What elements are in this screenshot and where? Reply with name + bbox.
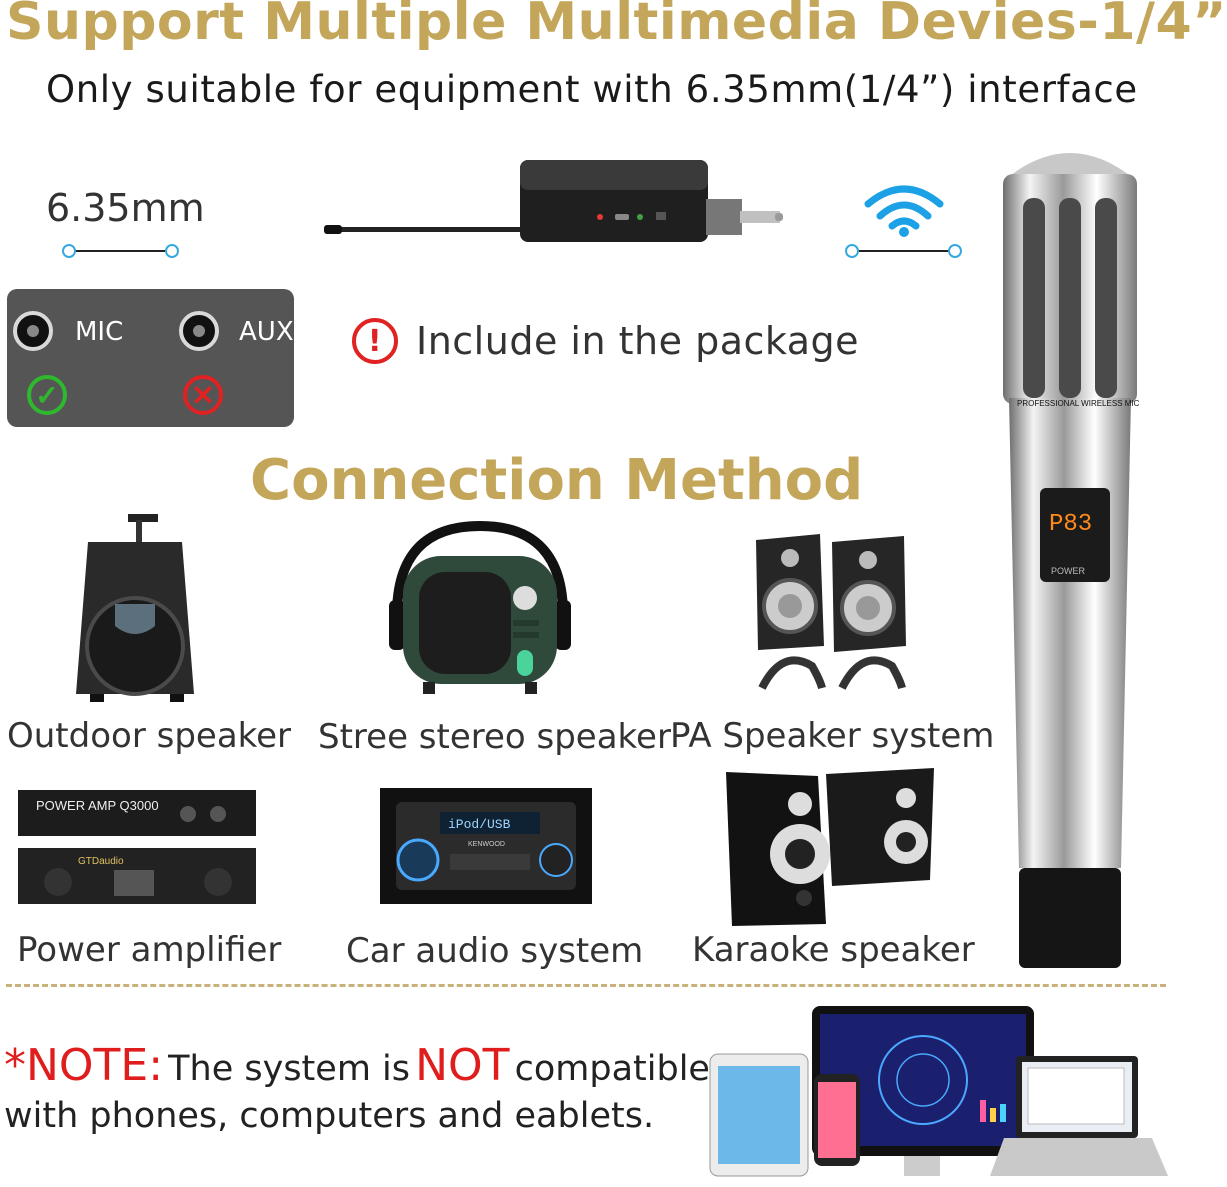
device-label-car-audio: Car audio system [346,931,644,971]
page-subtitle: Only suitable for equipment with 6.35mm(… [46,68,1138,111]
outdoor-speaker-image [76,514,194,702]
amp-brand-label: GTDaudio [78,856,124,867]
cross-icon: ✕ [183,375,223,415]
mic-jack-icon [13,311,53,351]
wireless-dot-right [948,244,962,258]
connector-line [68,250,174,252]
section-title: Connection Method [250,448,864,513]
note-not: NOT [415,1040,510,1091]
aux-label: AUX [239,317,294,347]
note-prefix: *NOTE: [4,1040,164,1091]
stereo-speaker-image [389,520,571,694]
wifi-icon [864,185,944,237]
package-note: ! Include in the package [352,318,859,364]
car-radio-display: iPod/USB [448,817,511,832]
car-audio-image: iPod/USB KENWOOD [380,788,592,904]
car-radio-brand: KENWOOD [468,841,505,848]
mic-power-label: POWER [1051,566,1086,576]
wireless-microphone-image: PROFESSIONAL WIRELESS MIC P83 POWER [1003,153,1140,968]
amp-front-label: POWER AMP Q3000 [36,798,159,813]
wireless-dot-left [845,244,859,258]
connector-dot-right [165,244,179,258]
device-label-stereo-speaker: Stree stereo speaker [318,717,671,757]
mic-display: P83 [1049,511,1092,538]
connector-dot-left [62,244,76,258]
package-note-text: Include in the package [416,319,859,363]
device-label-karaoke-speaker: Karaoke speaker [692,930,975,970]
receiver-image [324,160,783,242]
mic-label: MIC [75,317,124,347]
mic-brand-text: PROFESSIONAL WIRELESS MIC [1017,399,1140,408]
note-text-after: compatible [514,1049,710,1089]
check-icon: ✓ [27,375,67,415]
aux-jack-icon [179,311,219,351]
karaoke-speaker-image [726,768,934,926]
device-label-pa-speaker: PA Speaker system [670,716,995,756]
note-line-1: *NOTE: The system is NOT compatible [4,1040,710,1091]
device-label-outdoor-speaker: Outdoor speaker [7,716,292,756]
power-amplifier-image: POWER AMP Q3000 GTDaudio [18,790,256,904]
note-text-before: The system is [168,1049,410,1089]
pa-speakers-image [756,534,906,690]
wireless-line [852,250,956,252]
device-label-power-amplifier: Power amplifier [17,930,282,970]
exclamation-icon: ! [352,318,398,364]
incompatible-devices-image [709,1006,1168,1177]
page-title: Support Multiple Multimedia Devies-1/4” [6,0,1227,52]
connector-size-label: 6.35mm [46,186,205,230]
jack-panel: MIC ✓ AUX ✕ [7,289,294,427]
note-line-2: with phones, computers and eablets. [4,1096,655,1136]
dashed-divider [6,984,1166,987]
